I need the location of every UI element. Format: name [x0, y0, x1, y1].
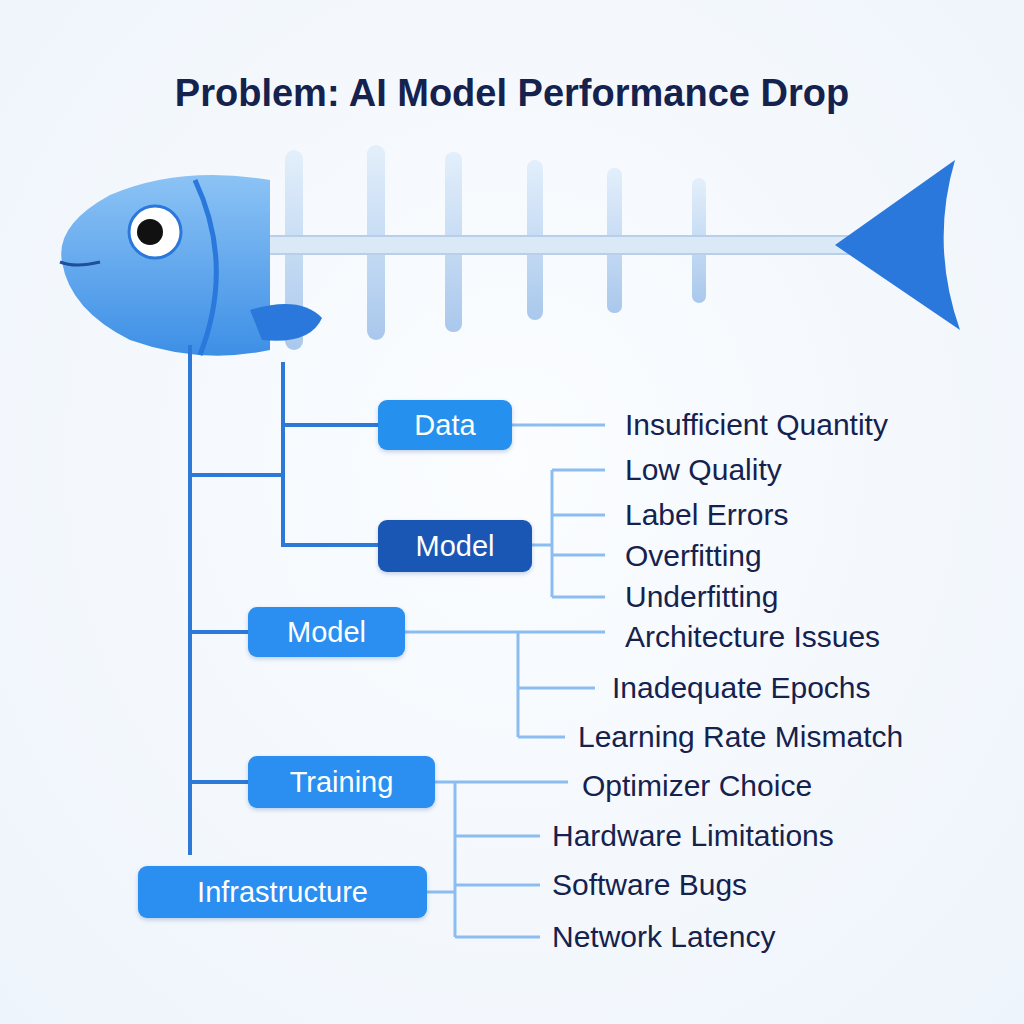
- cause-label: Label Errors: [625, 498, 788, 532]
- diagram-title: Problem: AI Model Performance Drop: [0, 72, 1024, 115]
- cause-label: Architecture Issues: [625, 620, 880, 654]
- fish-pupil: [137, 219, 163, 245]
- cause-label: Optimizer Choice: [582, 769, 812, 803]
- fish-head: [61, 175, 270, 356]
- cause-label: Low Quality: [625, 453, 782, 487]
- cause-label: Inadequate Epochs: [612, 671, 871, 705]
- cause-label: Software Bugs: [552, 868, 747, 902]
- category-box: Data: [378, 400, 512, 450]
- category-box: Model: [378, 520, 532, 572]
- category-label: Infrastructure: [197, 876, 368, 909]
- category-label: Model: [287, 616, 366, 649]
- cause-label: Learning Rate Mismatch: [578, 720, 903, 754]
- fish-eye: [129, 206, 181, 258]
- category-label: Training: [290, 766, 394, 799]
- cause-label: Overfitting: [625, 539, 762, 573]
- fish-fin: [250, 304, 322, 341]
- category-label: Data: [414, 409, 475, 442]
- category-box: Training: [248, 756, 435, 808]
- leader-lines: [405, 425, 605, 937]
- category-box: Infrastructure: [138, 866, 427, 918]
- fish-tail: [835, 160, 960, 330]
- category-label: Model: [416, 530, 495, 563]
- fish-gill: [195, 180, 216, 355]
- cause-label: Insufficient Quantity: [625, 408, 888, 442]
- cause-label: Hardware Limitations: [552, 819, 834, 853]
- category-box: Model: [248, 607, 405, 657]
- fish-mouth: [60, 262, 100, 265]
- cause-label: Underfitting: [625, 580, 778, 614]
- fish-spine: [240, 236, 860, 254]
- cause-label: Network Latency: [552, 920, 775, 954]
